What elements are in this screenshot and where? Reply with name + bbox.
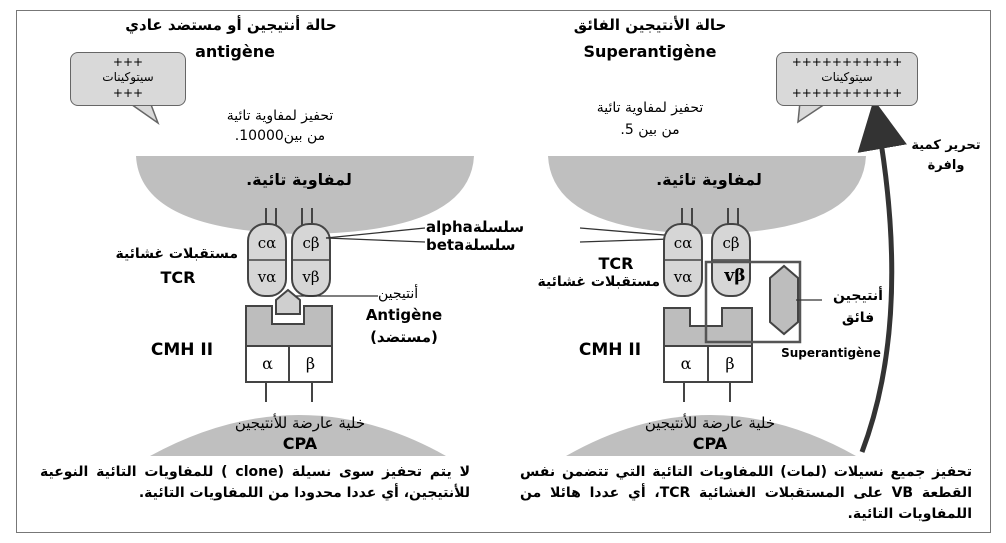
- left-bubble-plus-top: +++: [112, 55, 144, 69]
- left-mhc-beta: β: [305, 354, 316, 373]
- outer-frame: [16, 10, 991, 533]
- chain-pointer-lines: [325, 227, 701, 243]
- left-title-ar: حالة أنتيجين أو مستضد عادي: [125, 16, 337, 34]
- left-chain-c-alpha: cα: [257, 234, 277, 252]
- right-cpa-shape: [566, 415, 856, 456]
- release-text-2: وافرة: [927, 158, 965, 173]
- right-title-fr: Superantigène: [583, 42, 717, 61]
- release-arrow: [857, 99, 907, 453]
- left-cpa-ar: خلية عارضة للأنتيجين: [234, 414, 366, 432]
- left-ratio-text: من بين10000.: [234, 128, 326, 144]
- left-stimulation-text: تحفيز لمفاوية تائية: [226, 108, 334, 124]
- superantigen-shape: [769, 264, 799, 336]
- left-antigen-paren: (مستضد): [370, 328, 438, 346]
- right-cpa-label: CPA: [692, 434, 728, 453]
- release-text-1: تحرير كمية: [911, 138, 981, 153]
- beta-chain-label: betaسلسلة: [426, 236, 516, 254]
- left-antigen-ar: أنتيجين: [378, 286, 419, 302]
- superantigen-ar-1: أنتيجين: [833, 288, 883, 304]
- left-chain-c-beta: cβ: [302, 234, 320, 252]
- left-cytokines-bubble: +++ سيتوكينات +++: [70, 52, 186, 106]
- left-antigen-fr: Antigène: [365, 306, 443, 324]
- left-chain-v-alpha: vα: [257, 268, 277, 286]
- right-cytokines-bubble: +++++++++++ سيتوكينات +++++++++++: [776, 52, 918, 106]
- right-stimulation-text: تحفيز لمفاوية تائية: [596, 100, 704, 116]
- left-description: لا يتم تحفيز سوى نسيلة (clone ) للمفاويا…: [40, 464, 470, 501]
- left-antigen-shape: [275, 288, 301, 315]
- left-lymphocyte-shape: [136, 156, 474, 234]
- right-mhc-beta: β: [725, 354, 735, 373]
- left-title-fr: antigène: [195, 42, 275, 61]
- right-chain-c-alpha: cα: [673, 234, 693, 252]
- right-tcr-label: TCR: [598, 254, 634, 273]
- right-mhc-stalks: [683, 382, 731, 402]
- right-lymphocyte-shape: [548, 156, 866, 234]
- right-cmh-label: CMH II: [578, 340, 642, 360]
- superantigen-ar-2: فائق: [841, 310, 875, 326]
- right-title-ar: حالة الأنتيجين الفائق: [573, 16, 727, 34]
- left-tcr-label: TCR: [160, 268, 196, 287]
- left-mhc-alpha: α: [262, 354, 273, 373]
- left-cmh-label: CMH II: [150, 340, 214, 360]
- right-mhc-alpha: α: [680, 354, 692, 373]
- right-ratio-text: من بين 5.: [620, 122, 680, 138]
- right-chain-c-beta: cβ: [722, 234, 740, 252]
- left-bubble-label: سيتوكينات: [102, 70, 154, 84]
- right-membrane-receptors: مستقبلات غشائية: [537, 274, 660, 290]
- superantigen-fr: Superantigène: [781, 346, 881, 360]
- left-chain-v-beta: vβ: [302, 268, 320, 286]
- superantigen-frame: [704, 260, 802, 344]
- right-chain-v-alpha: vα: [673, 268, 693, 286]
- alpha-chain-label: alphaسلسلة: [426, 218, 525, 236]
- left-cpa-label: CPA: [282, 434, 318, 453]
- left-membrane-receptors: مستقبلات غشائية: [115, 246, 238, 262]
- right-mhc-shape: [663, 307, 753, 347]
- right-bubble-label: سيتوكينات: [821, 70, 873, 84]
- right-description: تحفيز جميع نسيلات (لمات) اللمفاويات التا…: [520, 464, 972, 522]
- right-lymphocyte-label: لمفاوية تائية.: [656, 170, 762, 189]
- right-bubble-plus-bottom: +++++++++++: [791, 86, 903, 100]
- left-bubble-plus-bottom: +++: [112, 86, 144, 100]
- right-cpa-ar: خلية عارضة للأنتيجين: [644, 414, 776, 432]
- left-mhc-stalks: [265, 382, 313, 402]
- left-cpa-shape: [150, 415, 446, 456]
- right-chain-v-beta: vβ: [724, 266, 746, 286]
- left-lymphocyte-label: لمفاوية تائية.: [246, 170, 352, 189]
- right-bubble-plus-top: +++++++++++: [791, 55, 903, 69]
